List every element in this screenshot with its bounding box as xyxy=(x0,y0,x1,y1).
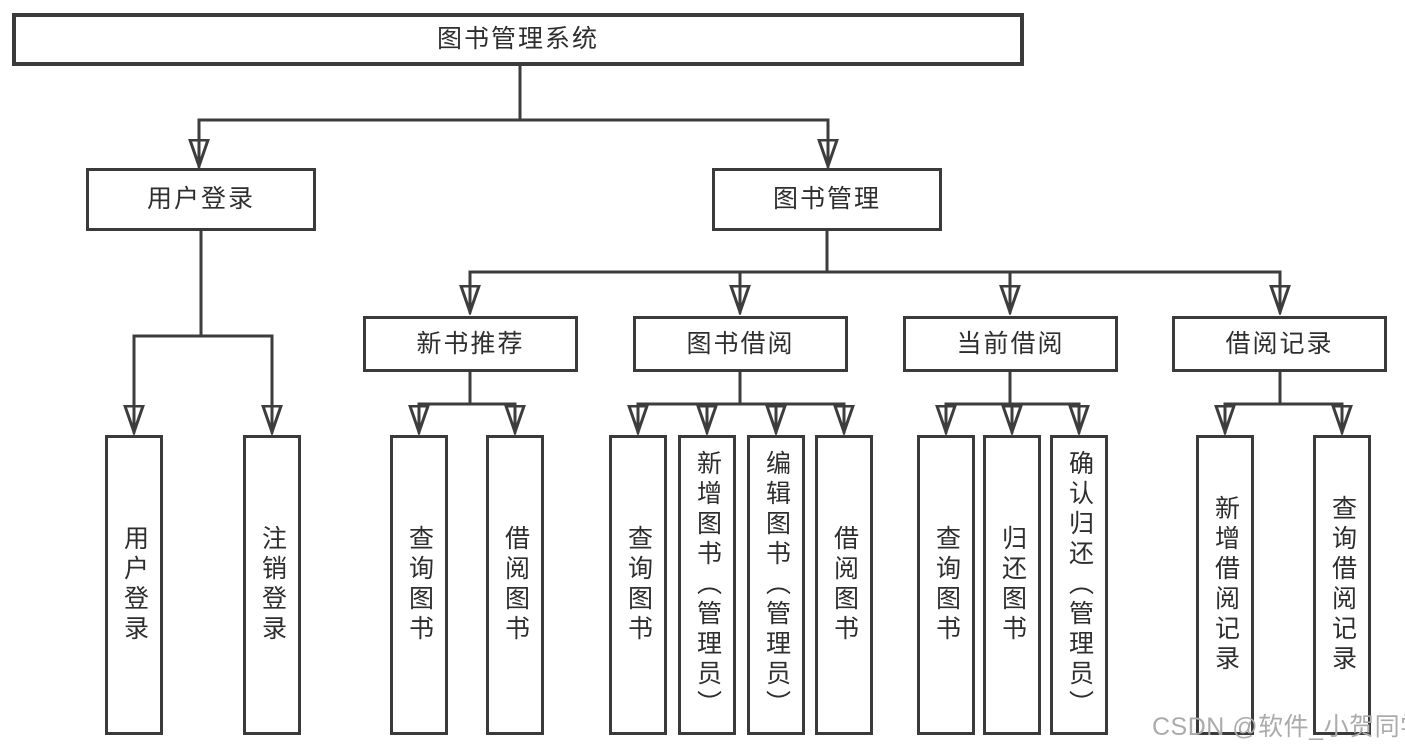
node-current-borrow: 当前借阅 xyxy=(903,316,1118,372)
node-leaf-br-query: 查询借阅记录 xyxy=(1313,435,1371,735)
node-leaf-cb-confirm-label: 确认归还（管理员） xyxy=(1065,450,1094,720)
node-leaf-cb-confirm: 确认归还（管理员） xyxy=(1050,435,1108,735)
node-leaf-bb-edit-label: 编辑图书（管理员） xyxy=(762,450,791,720)
node-leaf-nb-borrow-label: 借阅图书 xyxy=(501,525,530,645)
node-borrow-record: 借阅记录 xyxy=(1172,316,1387,372)
connector-group-new-book xyxy=(419,369,515,432)
node-leaf-nb-query: 查询图书 xyxy=(390,435,448,735)
node-leaf-user-login: 用户登录 xyxy=(105,435,163,735)
connector-group-user-login xyxy=(134,229,272,432)
connector-group-book-mgmt xyxy=(470,229,1280,312)
node-leaf-cb-return: 归还图书 xyxy=(983,435,1041,735)
node-root: 图书管理系统 xyxy=(12,13,1024,66)
node-leaf-bb-borrow: 借阅图书 xyxy=(815,435,873,735)
connector-group-current-borrow xyxy=(946,369,1079,432)
node-leaf-logout-label: 注销登录 xyxy=(258,525,287,645)
node-leaf-logout: 注销登录 xyxy=(243,435,301,735)
csdn-watermark: CSDN @软件_小贺同学 xyxy=(1152,713,1405,741)
node-book-borrow: 图书借阅 xyxy=(633,316,848,372)
node-book-mgmt-label: 图书管理 xyxy=(772,185,881,213)
node-leaf-cb-query-label: 查询图书 xyxy=(932,525,961,645)
connector-group-root xyxy=(199,64,828,166)
node-new-book: 新书推荐 xyxy=(363,316,578,372)
node-borrow-record-label: 借阅记录 xyxy=(1225,329,1334,358)
node-leaf-nb-query-label: 查询图书 xyxy=(405,525,434,645)
connector-group-borrow-record xyxy=(1225,369,1342,432)
node-leaf-bb-borrow-label: 借阅图书 xyxy=(830,525,859,645)
node-leaf-user-login-label: 用户登录 xyxy=(120,525,149,645)
node-leaf-bb-add: 新增图书（管理员） xyxy=(678,435,736,735)
node-leaf-bb-query: 查询图书 xyxy=(609,435,667,735)
node-book-borrow-label: 图书借阅 xyxy=(686,329,795,358)
node-current-borrow-label: 当前借阅 xyxy=(956,329,1065,358)
node-leaf-bb-query-label: 查询图书 xyxy=(624,525,653,645)
node-leaf-br-query-label: 查询借阅记录 xyxy=(1328,495,1357,675)
node-new-book-label: 新书推荐 xyxy=(416,329,525,358)
node-leaf-br-add-label: 新增借阅记录 xyxy=(1211,495,1240,675)
node-leaf-bb-add-label: 新增图书（管理员） xyxy=(693,450,722,720)
node-user-login: 用户登录 xyxy=(86,168,316,231)
node-book-mgmt: 图书管理 xyxy=(712,168,942,231)
connector-group-book-borrow xyxy=(638,369,844,432)
node-leaf-cb-return-label: 归还图书 xyxy=(998,525,1027,645)
node-leaf-cb-query: 查询图书 xyxy=(917,435,975,735)
node-leaf-nb-borrow: 借阅图书 xyxy=(486,435,544,735)
node-user-login-label: 用户登录 xyxy=(146,185,255,213)
node-root-label: 图书管理系统 xyxy=(436,25,599,53)
node-leaf-br-add: 新增借阅记录 xyxy=(1196,435,1254,735)
node-leaf-bb-edit: 编辑图书（管理员） xyxy=(747,435,805,735)
